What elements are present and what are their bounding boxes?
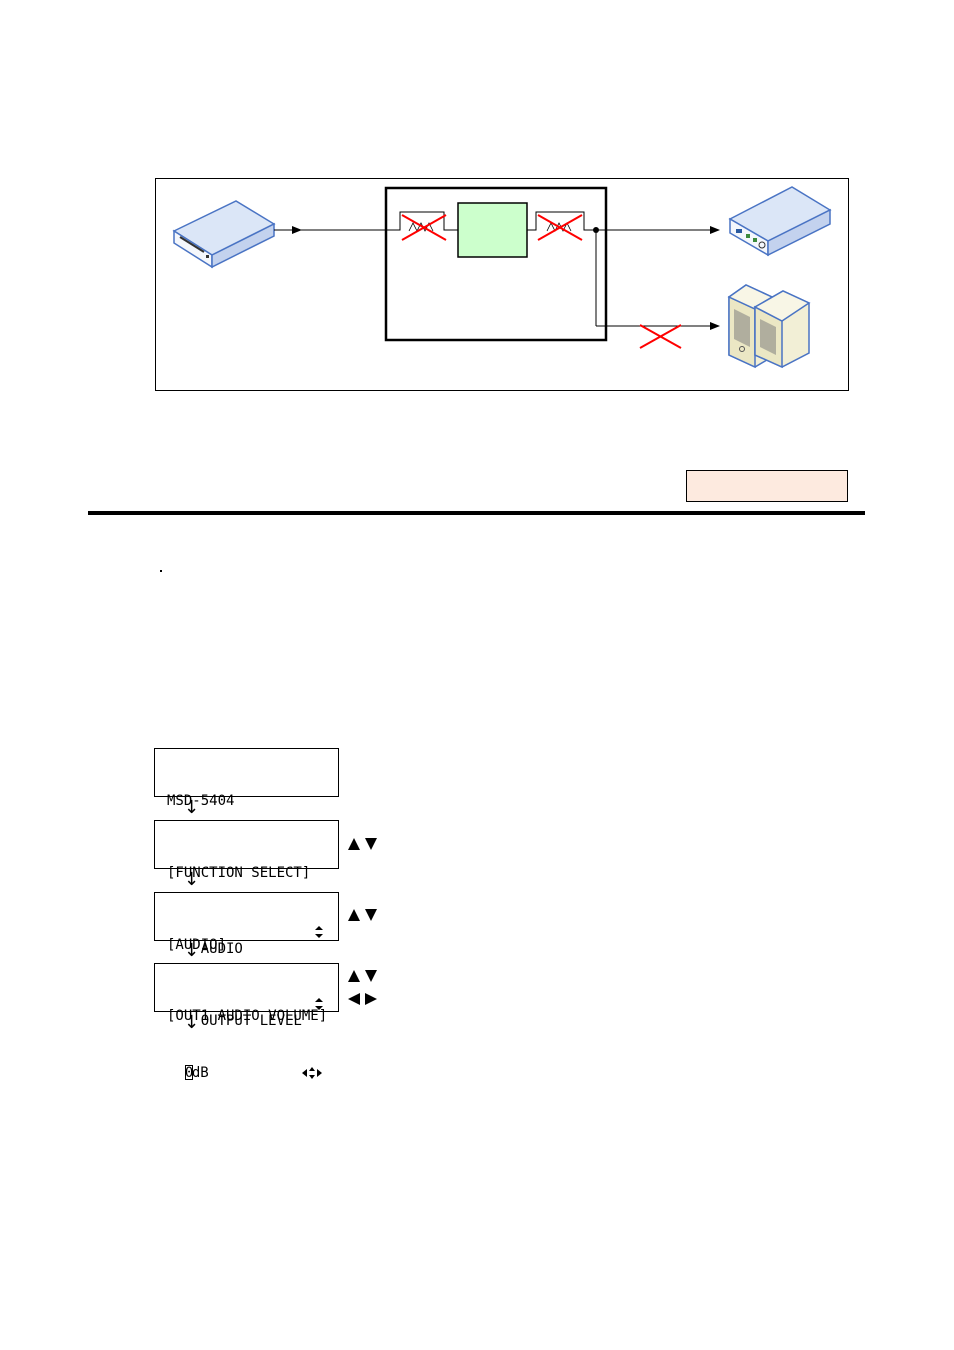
- lcd-line-2: AUDIO: [167, 921, 338, 957]
- lcd-line-2-text: AUDIO: [200, 941, 243, 957]
- lcd-line-2-prefix: [167, 1065, 184, 1081]
- signal-flow-diagram: [155, 178, 849, 391]
- left-right-triangle-buttons-icon: [348, 993, 377, 1005]
- up-down-arrows-icon: [315, 998, 323, 1010]
- dsp-block: [457, 202, 528, 258]
- flow-down-arrow: ↓: [184, 797, 200, 818]
- section-tag-box: [686, 470, 848, 502]
- lcd-line-2-text: OUTPUT LEVEL: [200, 1013, 302, 1029]
- section-divider: [88, 511, 865, 515]
- up-down-triangle-buttons-icon: [348, 838, 377, 850]
- lcd-line-2: OUTPUT LEVEL: [167, 993, 338, 1029]
- up-down-arrows-icon: [315, 926, 323, 938]
- lcd-screen-out1-audio-volume: [OUT1 AUDIO VOLUME] 0dB: [154, 963, 339, 1081]
- up-down-triangle-buttons-icon: [348, 909, 377, 921]
- signal-flow-diagram-svg: [172, 186, 832, 369]
- red-x-icon: [537, 214, 583, 241]
- lcd-line-1: [AUDIO]: [167, 937, 227, 953]
- flow-down-arrow: ↓: [184, 869, 200, 890]
- lcd-screen-model: MSD-5404: [154, 748, 339, 809]
- lcd-line-1: [FUNCTION SELECT]: [167, 865, 311, 881]
- lcd-line-2: 0dB: [167, 1064, 338, 1083]
- lcd-line-2-suffix: dB: [191, 1065, 209, 1081]
- flow-down-arrow: ↓: [184, 1012, 200, 1033]
- speakers-icon: [727, 284, 811, 369]
- disc-player-icon: [172, 200, 276, 269]
- lcd-cursor: 0: [184, 1065, 194, 1081]
- up-down-triangle-buttons-icon: [348, 970, 377, 982]
- lcd-line-1: MSD-5404: [167, 793, 235, 809]
- flow-down-arrow: ↓: [184, 940, 200, 961]
- display-receiver-icon: [728, 186, 832, 257]
- four-way-arrows-icon: [302, 1067, 322, 1079]
- bullet-dot: [160, 570, 162, 572]
- processor-box: [384, 186, 608, 342]
- red-x-icon: [401, 214, 447, 241]
- lcd-cursor-char: 0: [184, 1065, 194, 1081]
- lcd-screen-function-select: [FUNCTION SELECT] AUDIO: [154, 820, 339, 957]
- lcd-line-1: [OUT1 AUDIO VOLUME]: [167, 1008, 328, 1024]
- red-x-icon: [639, 324, 682, 349]
- lcd-screen-audio: [AUDIO] OUTPUT LEVEL: [154, 892, 339, 1029]
